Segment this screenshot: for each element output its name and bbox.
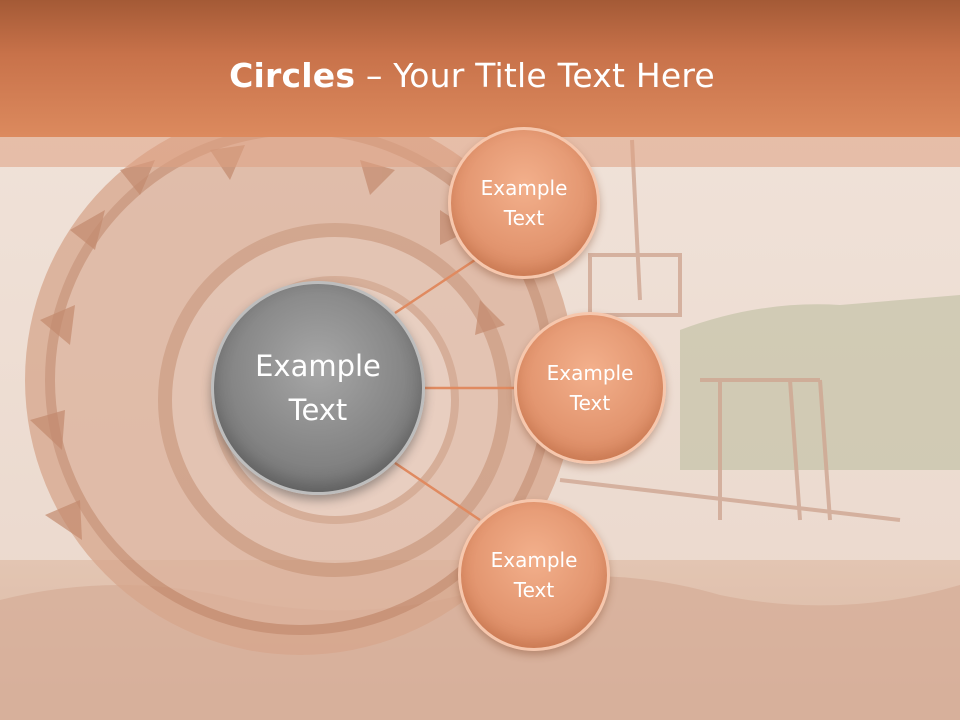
connector-top (394, 256, 479, 315)
slide-title[interactable]: Circles – Your Title Text Here (0, 56, 944, 95)
center-circle-label: Example Text (255, 349, 381, 427)
satellite-circle-middle[interactable]: Example Text (514, 312, 666, 464)
satellite-label-bottom: Example Text (490, 548, 578, 602)
satellite-circle-top[interactable]: Example Text (448, 127, 600, 279)
title-bar (0, 0, 960, 137)
satellite-circle-bottom[interactable]: Example Text (458, 499, 610, 651)
satellite-label-top: Example Text (480, 176, 568, 230)
slide-title-rest: – Your Title Text Here (355, 56, 715, 95)
satellite-label-middle: Example Text (546, 361, 634, 415)
connector-bottom (394, 461, 481, 522)
center-circle[interactable]: Example Text (211, 281, 425, 495)
slide-title-bold: Circles (229, 56, 356, 95)
